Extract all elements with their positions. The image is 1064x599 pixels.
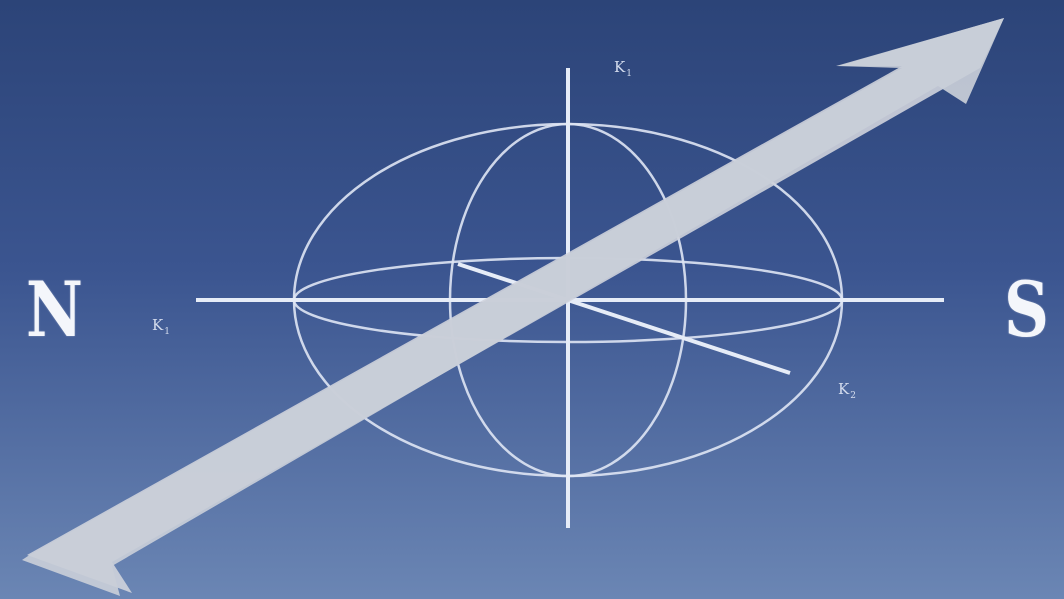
- axis-k1-left-subscript: 1: [164, 327, 171, 337]
- axis-k1-left-letter: K: [152, 316, 164, 334]
- south-pole-label: S: [1004, 272, 1049, 348]
- axis-k2-subscript: 2: [850, 391, 857, 401]
- north-pole-label: N: [26, 272, 83, 348]
- axis-k1-top-label: K1: [614, 58, 633, 79]
- axis-k2-label: K2: [838, 380, 857, 401]
- axis-k1-left-label: K1: [152, 316, 171, 337]
- axis-k1-top-subscript: 1: [626, 69, 633, 79]
- axis-k1-top-letter: K: [614, 58, 626, 76]
- direction-arrow-body: [22, 18, 1004, 596]
- axis-k2-letter: K: [838, 380, 850, 398]
